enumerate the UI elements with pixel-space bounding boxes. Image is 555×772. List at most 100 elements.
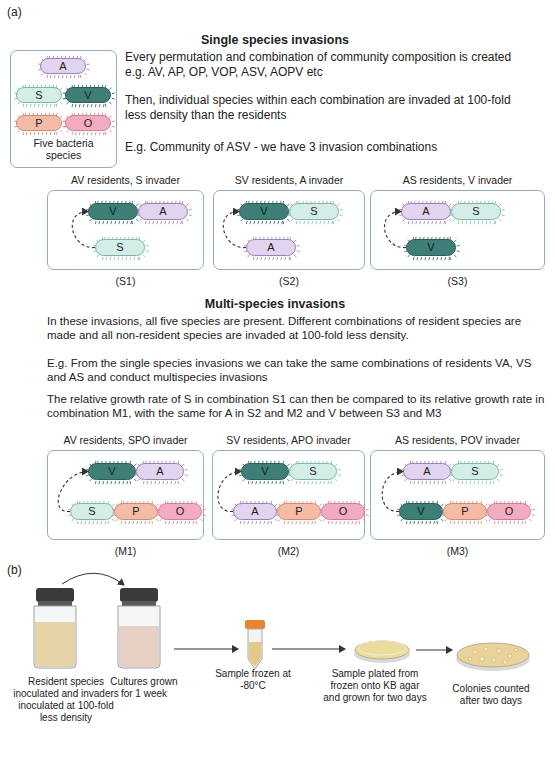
- bacterium-pill: A: [138, 203, 188, 220]
- step-arrow: [272, 649, 345, 650]
- bacterium-pill: V: [88, 203, 138, 220]
- petri-dish-colonies: [456, 643, 530, 671]
- bacterium-pill: S: [95, 239, 145, 256]
- cilia-lines: [68, 501, 117, 524]
- box-heading: AV residents, S invader: [18, 174, 233, 186]
- invasion-arrow: [58, 472, 88, 512]
- cilia-lines: [244, 237, 299, 260]
- vial-illustration: [34, 588, 76, 668]
- bacterium-pill: V: [406, 239, 456, 256]
- species-letter: V: [260, 206, 267, 217]
- bacterium-pill: S: [16, 87, 62, 103]
- community-box: AV residents, S invader(S1)VAS: [47, 190, 204, 270]
- cilia-lines: [112, 501, 161, 524]
- cilia-lines: [404, 237, 459, 260]
- species-box: Five bacteria species A S V P O: [10, 50, 117, 168]
- bacterium-pill: A: [401, 203, 451, 220]
- bacterium-pill: V: [241, 463, 289, 480]
- community-box: SV residents, APO invader(M2)VSAPO: [212, 450, 365, 540]
- vial-illustration: [118, 588, 160, 668]
- cilia-lines: [38, 56, 90, 78]
- note-text: Sample frozen at -80°C: [212, 668, 294, 692]
- bacterium-pill: P: [16, 115, 62, 131]
- species-letter: S: [309, 466, 316, 477]
- bacterium-pill: V: [399, 503, 443, 520]
- cilia-lines: [449, 201, 504, 224]
- species-letter: A: [422, 206, 429, 217]
- note-text: E.g. Community of ASV - we have 3 invasi…: [125, 140, 545, 155]
- invasion-arrow: [382, 472, 403, 512]
- cilia-lines: [275, 501, 324, 524]
- bacterium-pill: P: [443, 503, 487, 520]
- species-letter: O: [505, 506, 514, 517]
- note-text: Colonies counted after two days: [443, 683, 539, 707]
- species-letter: S: [310, 206, 317, 217]
- note-text: Every permutation and combination of com…: [125, 50, 530, 80]
- bacterium-pill: A: [40, 58, 86, 74]
- species-letter: V: [417, 506, 424, 517]
- note-text: Then, individual species within each com…: [125, 93, 530, 123]
- combination-label: (M3): [341, 545, 555, 557]
- cilia-lines: [485, 501, 534, 524]
- cilia-lines: [63, 85, 115, 107]
- species-letter: O: [176, 506, 185, 517]
- cilia-lines: [401, 461, 454, 484]
- cilia-lines: [136, 201, 191, 224]
- note-text: (b): [7, 563, 47, 577]
- note-text: E.g. From the single species invasions w…: [47, 356, 549, 384]
- bacterium-pill: O: [65, 115, 111, 131]
- cilia-lines: [397, 501, 446, 524]
- species-letter: P: [295, 506, 302, 517]
- species-letter: A: [423, 466, 430, 477]
- species-letter: P: [35, 118, 42, 129]
- bacterium-pill: S: [451, 203, 501, 220]
- community-box: SV residents, A invader(S2)VSA: [213, 190, 365, 270]
- combination-label: (M2): [183, 545, 394, 557]
- invasion-arrow: [72, 212, 95, 248]
- species-letter: S: [88, 506, 95, 517]
- species-letter: O: [339, 506, 348, 517]
- bacterium-pill: A: [233, 503, 277, 520]
- note-text: (a): [7, 5, 47, 19]
- species-letter: V: [427, 242, 434, 253]
- cilia-lines: [86, 461, 139, 484]
- bacterium-pill: A: [246, 239, 296, 256]
- combination-label: (S1): [18, 275, 233, 287]
- species-letter: O: [84, 118, 93, 129]
- species-letter: S: [35, 90, 42, 101]
- bacterium-pill: V: [88, 463, 136, 480]
- section-heading: Multi-species invasions: [120, 297, 430, 312]
- species-letter: A: [267, 242, 274, 253]
- cilia-lines: [287, 461, 340, 484]
- note-text: Sample plated from frozen onto KB agar a…: [322, 668, 428, 704]
- species-letter: V: [84, 90, 91, 101]
- species-letter: P: [132, 506, 139, 517]
- bacterium-pill: O: [321, 503, 365, 520]
- cilia-lines: [319, 501, 368, 524]
- species-letter: S: [471, 466, 478, 477]
- box-heading: AV residents, SPO invader: [18, 434, 233, 446]
- species-letter: A: [159, 206, 166, 217]
- note-text: In these invasions, all five species are…: [47, 314, 549, 342]
- cilia-lines: [287, 201, 342, 224]
- box-heading: SV residents, APO invader: [183, 434, 394, 446]
- cilia-lines: [441, 501, 490, 524]
- invasion-arrow: [218, 472, 241, 512]
- bacterium-pill: S: [289, 203, 339, 220]
- tube-illustration: [245, 620, 265, 669]
- cilia-lines: [134, 461, 187, 484]
- bacterium-pill: O: [158, 503, 202, 520]
- species-letter: P: [461, 506, 468, 517]
- cilia-lines: [237, 201, 292, 224]
- combination-label: (S2): [184, 275, 394, 287]
- cilia-lines: [239, 461, 292, 484]
- box-caption: Five bacteria species: [19, 137, 108, 161]
- note-text: The relative growth rate of S in combina…: [47, 392, 549, 420]
- cilia-lines: [86, 201, 141, 224]
- community-box: AS residents, POV invader(M3)ASVPO: [370, 450, 545, 540]
- step-arrow: [174, 649, 238, 650]
- bacterium-pill: S: [70, 503, 114, 520]
- bacterium-pill: V: [65, 87, 111, 103]
- species-letter: S: [116, 242, 123, 253]
